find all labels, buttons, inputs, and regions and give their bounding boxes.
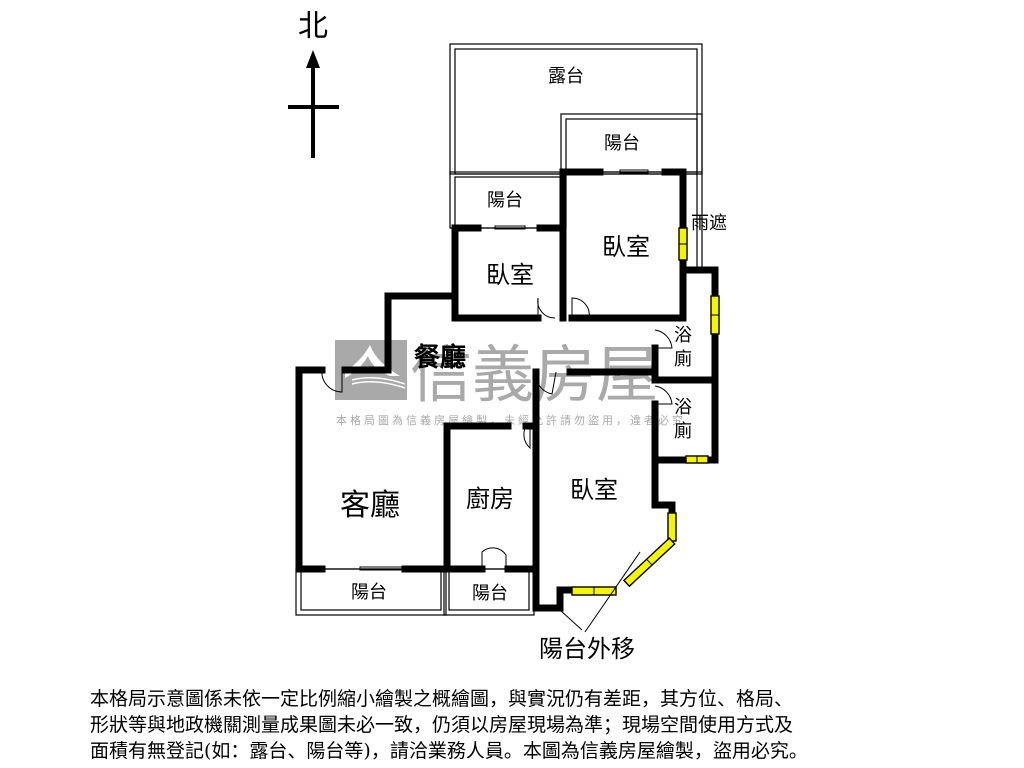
floor-plan: 北 信義房屋 本格局圖為信義房屋繪製，未經允許請勿盜用，違者必究 (288, 9, 727, 663)
room-label-bedroom-south: 臥室 (570, 476, 618, 504)
room-label-balcony-kitchen: 陽台 (472, 583, 508, 604)
terrace-outline (449, 43, 703, 175)
room-label-dining: 餐廳 (414, 342, 466, 373)
north-arrow-icon (288, 50, 339, 158)
walls (295, 168, 719, 612)
room-label-terrace: 露台 (548, 66, 584, 87)
room-label-balcony-top-right: 陽台 (604, 133, 640, 154)
room-label-living: 客廳 (340, 488, 400, 523)
disclaimer-line: 本格局示意圖係未依一定比例縮小繪製之概繪圖，與實況仍有差距，其方位、格局、 (90, 688, 794, 710)
swing-doors (321, 297, 673, 569)
room-label-bedroom-northwest: 臥室 (486, 261, 534, 289)
room-label-bath-lower-2: 廁 (674, 420, 692, 442)
room-label-balcony-top-left: 陽台 (487, 190, 523, 211)
window-south-bedroom-1 (667, 512, 677, 542)
room-label-bedroom-north: 臥室 (602, 233, 650, 261)
room-label-balcony-moved-out: 陽台外移 (539, 635, 635, 663)
watermark-notice: 本格局圖為信義房屋繪製，未經允許請勿盜用，違者必究 (336, 413, 686, 427)
room-label-bath-lower-1: 浴 (674, 397, 692, 418)
room-label-bath-upper-2: 廁 (674, 348, 692, 370)
windows (571, 227, 720, 596)
rain-shelter-outline (696, 172, 703, 270)
room-label-bath-upper-1: 浴 (674, 325, 692, 346)
sliding-doors (330, 169, 665, 571)
callout-line (584, 551, 641, 633)
compass-label: 北 (298, 9, 328, 44)
disclaimer: 本格局示意圖係未依一定比例縮小繪製之概繪圖，與實況仍有差距，其方位、格局、 形狀… (90, 686, 990, 764)
room-label-balcony-living: 陽台 (351, 582, 387, 603)
disclaimer-line: 面積有無登記(如：露台、陽台等)，請洽業務人員。本圖為信義房屋繪製，盜用必究。 (90, 740, 808, 762)
disclaimer-line: 形狀等與地政機關測量成果圖未必一致，仍須以房屋現場為準；現場空間使用方式及 (90, 714, 794, 736)
room-label-rain-shelter: 雨遮 (691, 213, 727, 234)
room-label-kitchen: 廚房 (466, 485, 514, 513)
callout-line (559, 609, 583, 631)
